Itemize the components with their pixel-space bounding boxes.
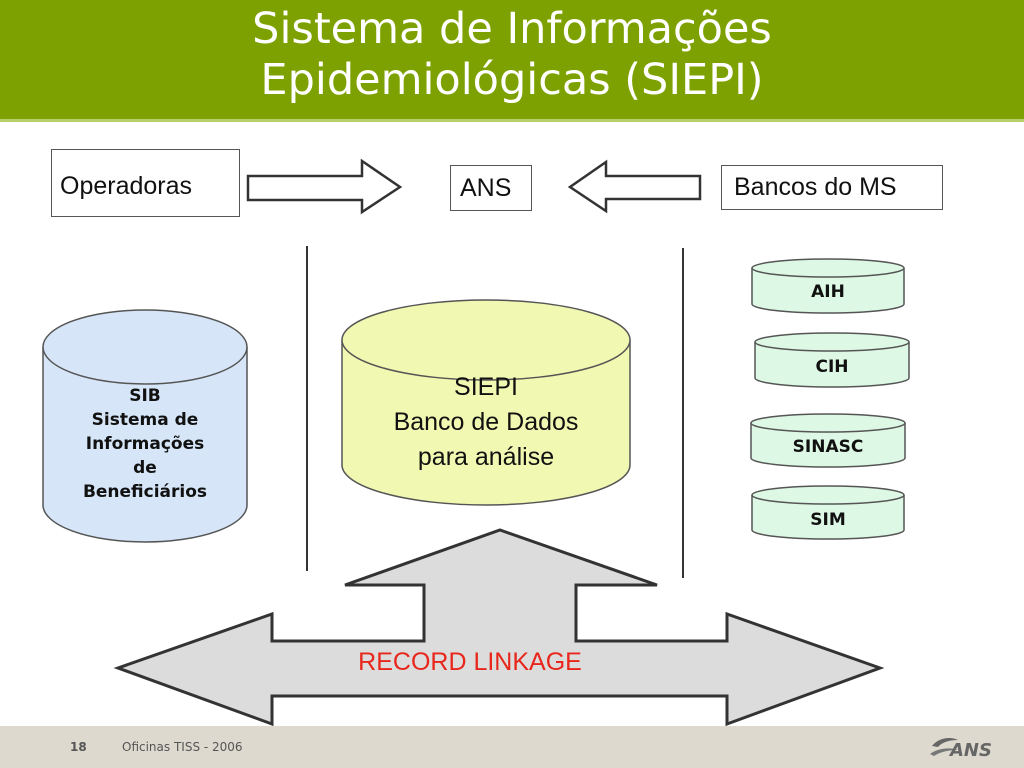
siepi-cylinder	[341, 299, 631, 506]
cih-label: CIH	[815, 357, 849, 377]
ans-logo-icon: ANS	[930, 738, 992, 761]
sib-label-line: de	[133, 458, 157, 478]
title-line-2: Epidemiológicas (SIEPI)	[260, 55, 764, 105]
sib-label-line: Beneficiários	[82, 482, 208, 502]
divider-left	[306, 246, 308, 571]
divider-right	[682, 248, 684, 578]
ans-label: ANS	[460, 174, 512, 202]
record-linkage-arrow	[113, 528, 885, 727]
ans-logo-text: ANS	[948, 740, 992, 761]
siepi-label-line: Banco de Dados	[393, 408, 579, 436]
title-banner	[0, 0, 1024, 122]
aih-cylinder	[751, 258, 905, 314]
cih-cylinder	[754, 332, 910, 388]
footer-bar	[0, 726, 1024, 768]
arrow-operadoras-to-ans	[246, 158, 403, 215]
siepi-label-line: para análise	[417, 443, 555, 471]
arrow-bancos-to-ans	[567, 159, 702, 214]
ans-box: ANS	[450, 165, 532, 211]
record-linkage-label: RECORD LINKAGE	[358, 648, 582, 676]
sib-label-line: Sistema de	[91, 410, 199, 430]
sib-cylinder	[42, 309, 248, 543]
bancos-ms-box: Bancos do MS	[721, 165, 943, 210]
sim-cylinder	[751, 485, 905, 540]
footer-text: Oficinas TISS - 2006	[122, 740, 243, 754]
sib-label-line: SIB	[129, 386, 161, 406]
bancos-ms-label: Bancos do MS	[734, 173, 897, 201]
sib-label: SIB Sistema de Informações de Beneficiár…	[44, 384, 246, 504]
title-line-1: Sistema de Informações	[252, 4, 772, 54]
sinasc-label: SINASC	[792, 437, 864, 457]
aih-label: AIH	[811, 282, 845, 302]
operadoras-label: Operadoras	[60, 172, 193, 200]
page-title: Sistema de Informações Epidemiológicas (…	[0, 4, 1024, 106]
sinasc-cylinder	[750, 413, 906, 468]
sim-label: SIM	[810, 510, 846, 530]
operadoras-box: Operadoras	[51, 149, 240, 217]
page-number: 18	[70, 740, 87, 754]
siepi-label: SIEPI Banco de Dados para análise	[342, 370, 630, 475]
sib-label-line: Informações	[85, 434, 205, 454]
siepi-label-line: SIEPI	[454, 373, 518, 401]
